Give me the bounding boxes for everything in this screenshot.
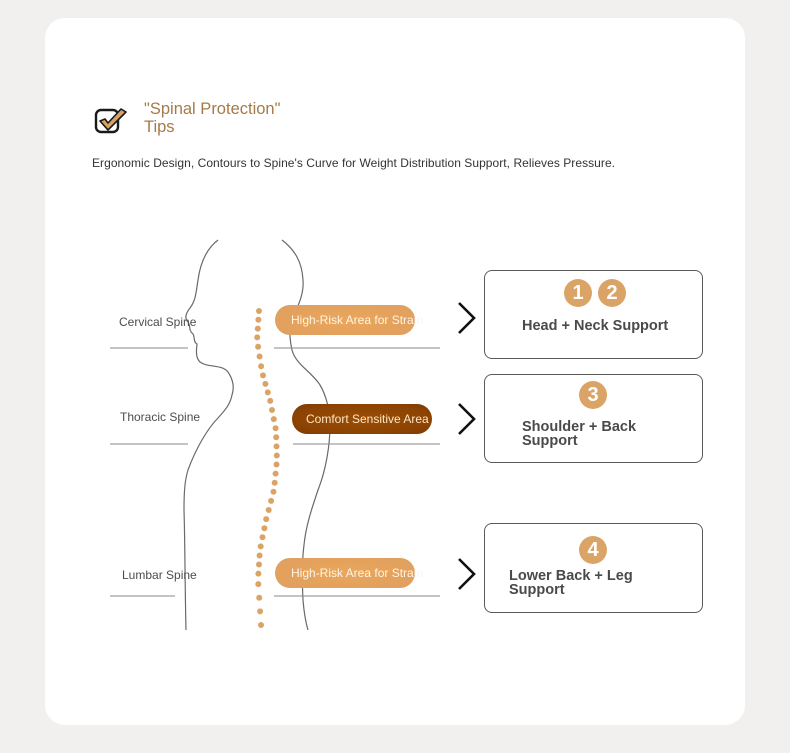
cervical-spine-label: Cervical Spine bbox=[119, 315, 197, 329]
lumbar-spine-label: Lumbar Spine bbox=[122, 568, 197, 582]
vertebra-dot bbox=[273, 434, 280, 441]
vertebra-dot bbox=[256, 552, 263, 559]
checkbox-checked-icon bbox=[94, 108, 127, 134]
vertebra-dot bbox=[256, 353, 263, 360]
support-label-line-2: Support bbox=[509, 582, 565, 598]
thoracic-spine-label: Thoracic Spine bbox=[120, 410, 201, 424]
thoracic-area-label: Comfort Sensitive Area bbox=[306, 412, 429, 426]
vertebra-dot bbox=[269, 407, 275, 413]
step-badge: 1 bbox=[564, 279, 592, 307]
vertebra-dot bbox=[263, 516, 270, 523]
vertebra-dot bbox=[255, 570, 262, 577]
body-front-outline bbox=[183, 239, 234, 631]
vertebra-dot bbox=[273, 443, 280, 450]
chevron-right-icon bbox=[458, 403, 476, 435]
vertebra-dot bbox=[270, 416, 277, 423]
subtitle: Ergonomic Design, Contours to Spine's Cu… bbox=[92, 156, 616, 170]
title-line-2: Tips bbox=[144, 118, 175, 136]
vertebra-dot bbox=[270, 488, 277, 495]
vertebra-dot bbox=[256, 594, 263, 601]
support-label: Shoulder + Back Support bbox=[522, 419, 637, 449]
support-label: Lower Back + Leg Support bbox=[509, 568, 633, 598]
vertebra-dot bbox=[256, 561, 262, 568]
vertebra-dot bbox=[267, 397, 274, 404]
vertebra-dot bbox=[262, 380, 269, 387]
vertebra-dot bbox=[257, 543, 264, 550]
support-label: Head + Neck Support bbox=[522, 318, 669, 334]
spine-dots bbox=[254, 308, 280, 628]
vertebra-dot bbox=[254, 325, 261, 332]
support-box-shoulder-back: 3 Shoulder + Back Support bbox=[484, 374, 703, 463]
vertebra-dot bbox=[255, 316, 262, 323]
vertebra-dot bbox=[256, 308, 262, 314]
cervical-area-label: High-Risk Area for Strain bbox=[291, 313, 424, 327]
support-label-line-1: Lower Back + Leg bbox=[509, 568, 633, 584]
lumbar-area-label: High-Risk Area for Strain bbox=[291, 566, 424, 580]
thoracic-area-pill: Comfort Sensitive Area bbox=[292, 404, 432, 434]
vertebra-dot bbox=[273, 452, 280, 459]
vertebra-dot bbox=[258, 622, 264, 628]
vertebra-dot bbox=[258, 363, 265, 370]
page-title: "Spinal Protection" Tips bbox=[144, 100, 314, 136]
vertebra-dot bbox=[261, 525, 268, 532]
title-line-1: "Spinal Protection" bbox=[144, 100, 281, 118]
step-badge: 2 bbox=[598, 279, 626, 307]
chevron-right-icon bbox=[458, 302, 476, 334]
vertebra-dot bbox=[257, 608, 264, 615]
vertebra-dot bbox=[260, 372, 266, 379]
vertebra-dot bbox=[273, 461, 280, 468]
chevron-right-icon bbox=[458, 558, 476, 590]
vertebra-dot bbox=[255, 581, 262, 588]
vertebra-dot bbox=[264, 389, 271, 396]
support-label-line-1: Shoulder + Back bbox=[522, 419, 637, 435]
vertebra-dot bbox=[268, 497, 275, 504]
step-badge: 4 bbox=[579, 536, 607, 564]
vertebra-dot bbox=[272, 425, 279, 432]
support-box-head-neck: 1 2 Head + Neck Support bbox=[484, 270, 703, 359]
lumbar-area-pill: High-Risk Area for Strain bbox=[275, 558, 423, 588]
vertebra-dot bbox=[259, 534, 266, 541]
support-label-line-2: Support bbox=[522, 433, 578, 449]
vertebra-dot bbox=[271, 479, 278, 486]
vertebra-dot bbox=[265, 507, 272, 513]
vertebra-dot bbox=[272, 470, 279, 477]
cervical-area-pill: High-Risk Area for Strain bbox=[275, 305, 423, 335]
vertebra-dot bbox=[255, 343, 262, 350]
support-box-lower-back-leg: 4 Lower Back + Leg Support bbox=[484, 523, 703, 613]
step-badge: 3 bbox=[579, 381, 607, 409]
vertebra-dot bbox=[254, 334, 261, 341]
